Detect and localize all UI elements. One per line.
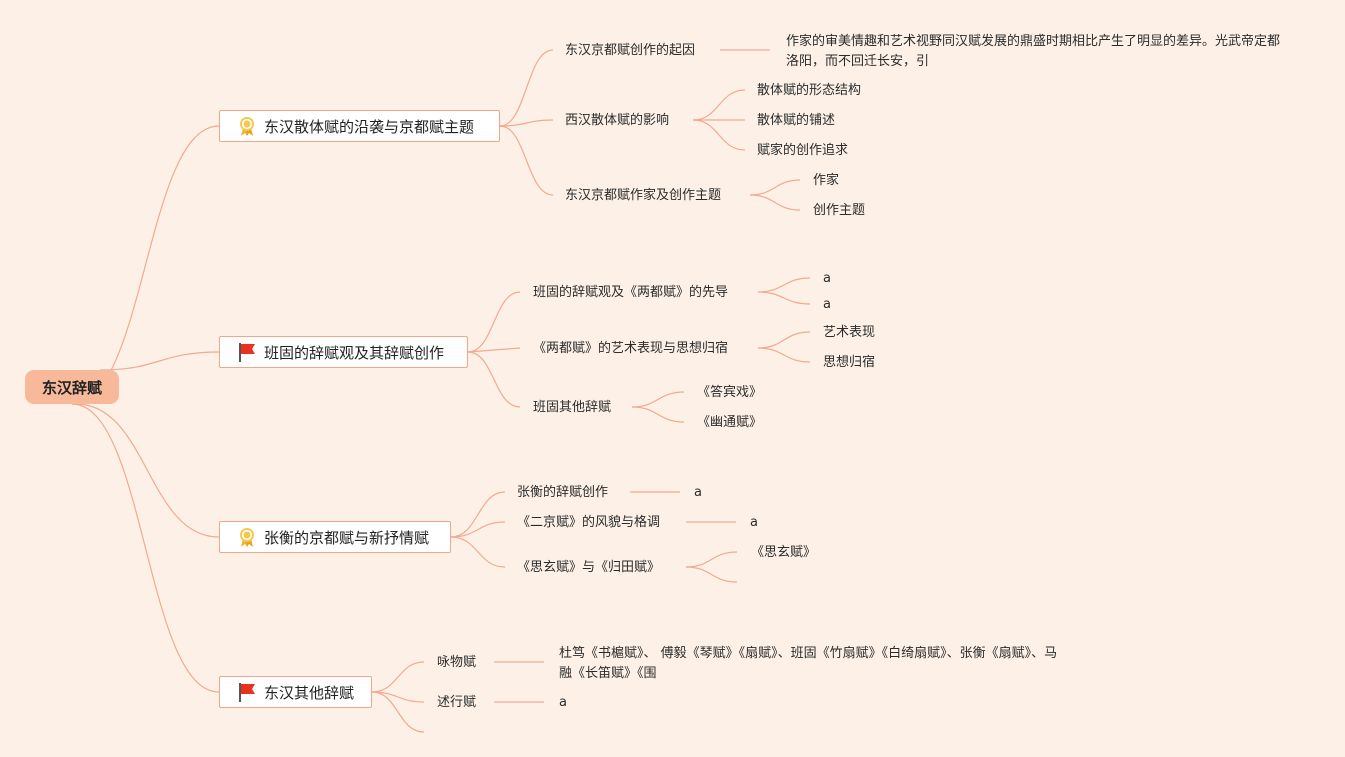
leaf-node-3-1-0[interactable]: a — [559, 695, 567, 710]
leaf-node-0-0-0[interactable]: 作家的审美情趣和艺术视野同汉赋发展的鼎盛时期相比产生了明显的差异。光武帝定都洛阳… — [786, 34, 1281, 69]
link-b3-sub0 — [371, 661, 425, 693]
leaf-node-0-1-2[interactable]: 赋家的创作追求 — [757, 143, 849, 158]
link-root-branch-1 — [99, 351, 220, 371]
ribbon-medal-icon — [236, 526, 258, 548]
sub-node-1-1[interactable]: 《两都赋》的艺术表现与思想归宿 — [533, 341, 729, 356]
branch-label: 班固的辞赋观及其辞赋创作 — [264, 343, 445, 362]
sub-node-3-0[interactable]: 咏物赋 — [437, 655, 477, 670]
sub-node-1-0[interactable]: 班固的辞赋观及《两都赋》的先导 — [533, 285, 729, 300]
branch-label: 东汉其他辞赋 — [264, 683, 355, 702]
link-b1-sub1-leaf0 — [757, 331, 811, 349]
red-flag-icon — [236, 681, 258, 703]
link-b0-sub0 — [499, 49, 554, 127]
link-root-branch-2 — [75, 403, 220, 538]
link-b0-sub1 — [499, 119, 554, 127]
link-b2-sub1 — [450, 521, 506, 538]
leaf-node-0-2-0[interactable]: 作家 — [813, 173, 840, 188]
link-b2-sub2 — [450, 536, 506, 568]
sub-node-3-1[interactable]: 述行赋 — [437, 695, 477, 710]
link-b1-sub1 — [467, 347, 521, 353]
sub-node-1-2[interactable]: 班固其他辞赋 — [533, 400, 612, 415]
branch-node-0[interactable]: 东汉散体赋的沿袭与京都赋主题 — [219, 110, 500, 142]
branch-label: 张衡的京都赋与新抒情赋 — [264, 528, 430, 547]
link-b0-sub2-leaf0 — [749, 179, 801, 196]
link-root-branch-3 — [71, 403, 220, 693]
sub-node-0-2[interactable]: 东汉京都赋作家及创作主题 — [565, 188, 722, 203]
sub-node-0-1[interactable]: 西汉散体赋的影响 — [565, 113, 670, 128]
link-b1-sub1-leaf1 — [757, 347, 811, 363]
leaf-node-2-0-0[interactable]: a — [694, 485, 702, 500]
sub-node-0-0[interactable]: 东汉京都赋创作的起因 — [565, 43, 696, 58]
link-b1-sub0 — [467, 291, 521, 353]
leaf-node-2-2-0[interactable]: 《思玄赋》 — [751, 545, 817, 560]
leaf-node-1-0-1[interactable]: a — [823, 297, 831, 312]
link-b1-sub2-leaf0 — [631, 391, 685, 408]
link-b0-sub1-leaf2 — [692, 119, 746, 151]
link-b0-sub2-leaf1 — [749, 194, 801, 211]
link-root-branch-0 — [71, 125, 220, 405]
branch-node-1[interactable]: 班固的辞赋观及其辞赋创作 — [219, 336, 468, 368]
sub-node-2-1[interactable]: 《二京赋》的风貌与格调 — [517, 515, 661, 530]
link-b2-sub2-leaf0 — [685, 551, 738, 568]
leaf-node-1-2-1[interactable]: 《幽通赋》 — [697, 415, 763, 430]
leaf-node-2-1-0[interactable]: a — [750, 515, 758, 530]
link-b2-sub2-leaf1 — [685, 566, 738, 583]
link-b0-sub1-leaf0 — [692, 89, 746, 121]
link-b1-sub2-leaf1 — [631, 406, 685, 423]
ribbon-medal-icon — [236, 115, 258, 137]
branch-node-2[interactable]: 张衡的京都赋与新抒情赋 — [219, 521, 451, 553]
leaf-node-1-1-0[interactable]: 艺术表现 — [823, 325, 876, 340]
link-b1-sub2 — [467, 351, 521, 408]
leaf-node-0-2-1[interactable]: 创作主题 — [813, 203, 866, 218]
link-b1-sub0-leaf1 — [757, 291, 811, 305]
leaf-node-0-1-1[interactable]: 散体赋的铺述 — [757, 113, 836, 128]
link-b1-sub0-leaf0 — [757, 277, 811, 293]
link-b2-sub0 — [450, 491, 506, 538]
leaf-node-1-1-1[interactable]: 思想归宿 — [823, 355, 876, 370]
red-flag-icon — [236, 341, 258, 363]
leaf-node-0-1-0[interactable]: 散体赋的形态结构 — [757, 83, 862, 98]
link-b3-sub2 — [371, 691, 425, 733]
sub-node-2-2[interactable]: 《思玄赋》与《归田赋》 — [517, 560, 661, 575]
leaf-node-1-0-0[interactable]: a — [823, 271, 831, 286]
leaf-node-1-2-0[interactable]: 《答宾戏》 — [697, 385, 763, 400]
leaf-node-3-0-0[interactable]: 杜笃《书槴赋》、 傅毅《琴赋》《扇赋》、班固《竹扇赋》《白绮扇赋》、张衡《扇赋》… — [559, 646, 1058, 681]
root-node[interactable]: 东汉辞赋 — [25, 370, 119, 404]
branch-node-3[interactable]: 东汉其他辞赋 — [219, 676, 372, 708]
sub-node-2-0[interactable]: 张衡的辞赋创作 — [517, 485, 609, 500]
link-b0-sub2 — [499, 125, 554, 196]
branch-label: 东汉散体赋的沿袭与京都赋主题 — [264, 117, 475, 136]
